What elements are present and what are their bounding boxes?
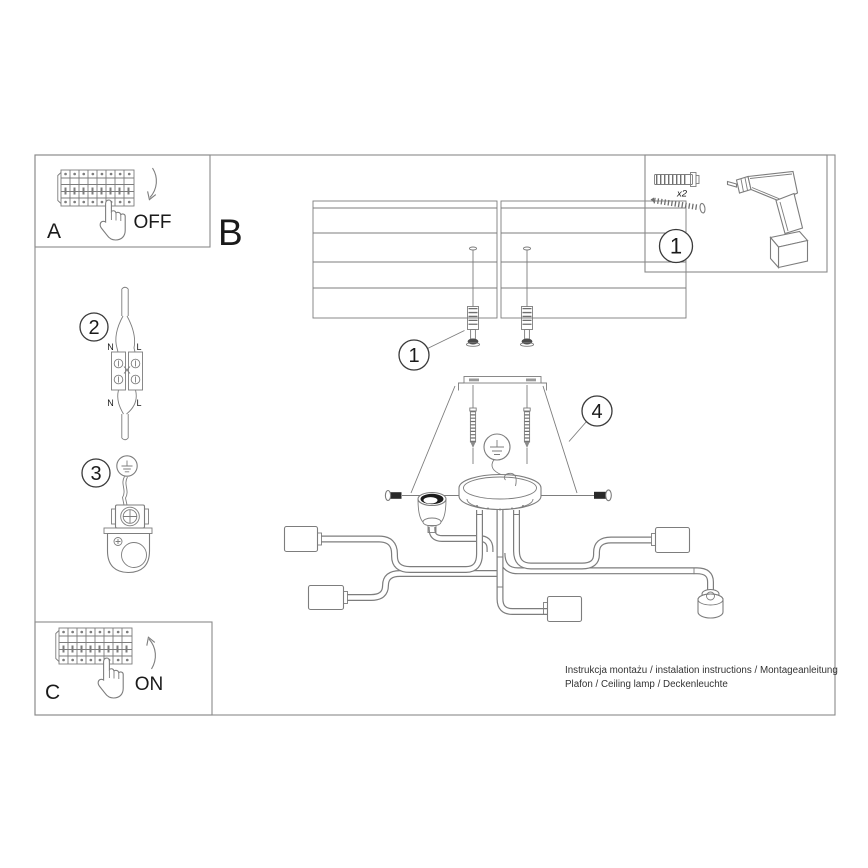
panel-b-label: B: [218, 212, 243, 253]
machine-screw-icon: [469, 407, 477, 464]
canopy-side-view: [103, 527, 153, 574]
ground-hook: [503, 472, 517, 487]
lamp-assembly: [283, 472, 724, 623]
machine-screw-icon: [523, 407, 531, 464]
side-screw-icon: [594, 489, 612, 502]
canopy-guides: 4: [402, 385, 613, 496]
ground-wire: [491, 459, 502, 475]
ground-symbol-icon: [116, 455, 138, 477]
kit-1-number: 1: [670, 234, 682, 259]
bulb-cup: [307, 584, 345, 611]
side-screw-icon: [384, 489, 402, 502]
panel-a-label: A: [47, 220, 61, 243]
bulb-cup: [546, 595, 583, 623]
terminal-n-bottom: N: [107, 398, 114, 408]
panel-c: ON C: [34, 621, 213, 716]
terminal-n-top: N: [107, 342, 114, 352]
wall-plug-icon: [519, 306, 535, 347]
lamp-socket-down-icon: [697, 588, 724, 619]
breaker-panel-icon: [56, 168, 136, 208]
step-2-number: 2: [88, 317, 99, 339]
terminal-l-top: L: [136, 342, 141, 352]
wall-plug-icon: [654, 172, 700, 187]
step-4-badge: [581, 395, 613, 427]
footer-line-1: Instrukcja montażu / instalation instruc…: [565, 665, 838, 676]
bulb-cup: [283, 525, 319, 553]
hardware-box: x2 1: [644, 154, 828, 273]
pilot-hole-marks: [468, 246, 532, 307]
grounding-step: 3: [81, 455, 153, 574]
footer-text: Instrukcja montażu / instalation instruc…: [565, 665, 838, 690]
canopy-screw-dots: [476, 505, 524, 511]
terminal-l-bottom: L: [136, 398, 141, 408]
canopy: [458, 472, 542, 511]
panel-c-label: C: [45, 681, 60, 704]
cable-icon: [117, 389, 137, 441]
step-4-number: 4: [591, 401, 602, 423]
lamp-socket-up-icon: [417, 491, 447, 533]
anchor-screws: 1: [398, 306, 535, 371]
drill-icon: [726, 170, 809, 269]
ceiling-drawing: [312, 200, 687, 319]
arrow-down-icon: [147, 167, 157, 201]
wiring-step: 2 N L N L: [79, 286, 143, 441]
ground-wire: [122, 476, 128, 506]
footer-line-2: Plafon / Ceiling lamp / Deckenleuchte: [565, 679, 728, 690]
step-1-badge: [398, 339, 430, 371]
ground-symbol-icon: [483, 433, 511, 461]
panel-a: OFF A: [34, 154, 211, 248]
on-label: ON: [135, 674, 164, 695]
leader-line: [427, 330, 465, 349]
cable-icon: [115, 286, 136, 353]
plug-quantity: x2: [676, 189, 688, 200]
arrow-up-icon: [146, 636, 156, 670]
mounting-bracket: [458, 376, 547, 464]
off-label: OFF: [134, 212, 172, 233]
bulb-cup: [654, 526, 691, 554]
terminal-block-icon: [111, 351, 143, 391]
step-2-badge: [79, 312, 109, 342]
step-3-badge: [81, 458, 111, 488]
page-border: [34, 154, 836, 716]
step-1-number: 1: [408, 345, 419, 367]
breaker-panel-icon: [54, 626, 134, 666]
screw-icon: [650, 197, 706, 214]
ground-clamp-icon: [111, 504, 149, 529]
tube-joints: [476, 514, 695, 588]
kit-1-badge: [658, 228, 694, 264]
wall-plug-icon: [465, 306, 481, 347]
step-3-number: 3: [90, 463, 101, 485]
